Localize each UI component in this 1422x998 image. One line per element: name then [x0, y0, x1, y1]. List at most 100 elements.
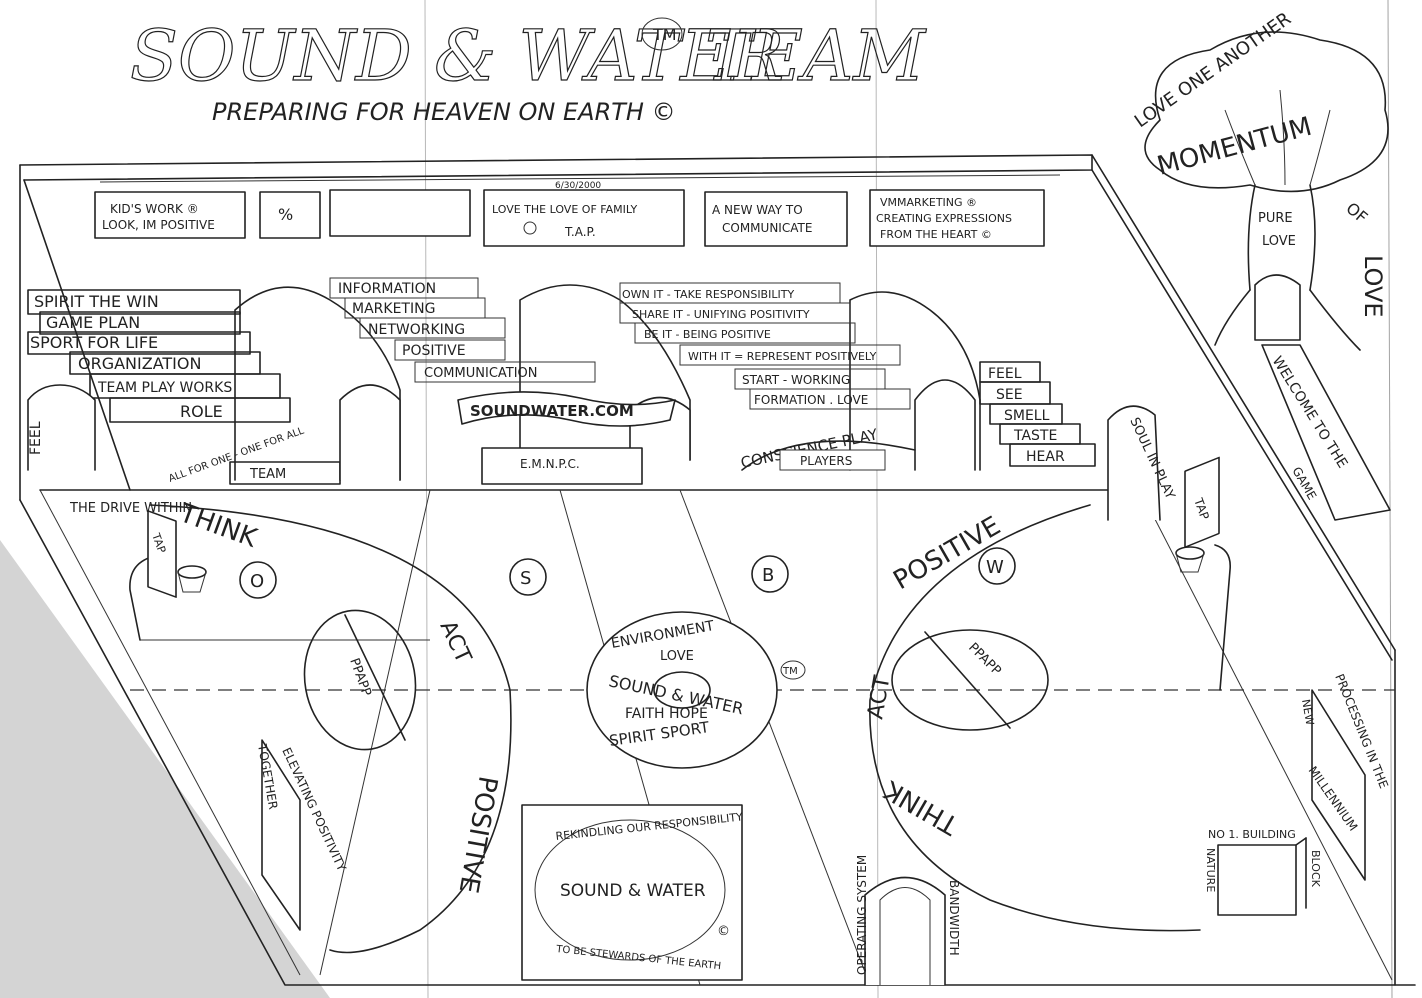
svg-text:A NEW WAY TO: A NEW WAY TO — [712, 203, 803, 217]
court-act-right: ACT — [863, 673, 895, 721]
center-love: LOVE — [660, 649, 694, 664]
step-team-play: TEAM PLAY WORKS — [97, 380, 232, 396]
step-game-plan: GAME PLAN — [46, 313, 140, 332]
ball-left: O — [239, 561, 277, 599]
step-start-working: START - WORKING — [742, 373, 850, 387]
soundwater-sign: SOUNDWATER.COM E.M.N.P.C. — [457, 391, 676, 485]
doorway-left: OPERATING SYSTEM — [855, 855, 869, 975]
building-nature: NATURE — [1204, 848, 1217, 892]
players-label: PLAYERS — [800, 454, 852, 468]
svg-text:T.A.P.: T.A.P. — [564, 225, 596, 239]
fold-line-right — [875, 0, 879, 998]
sense-steps: FEEL SEE SMELL TASTE HEAR — [979, 361, 1096, 467]
balls: O S B W — [239, 547, 1016, 599]
step-formation: FORMATION . LOVE — [754, 393, 868, 407]
tree-love: LOVE — [1359, 255, 1387, 318]
court-act-left: ACT — [435, 617, 476, 667]
right-court-arc: POSITIVE ACT THINK PPAPP — [863, 504, 1201, 932]
right-wall-panel: PROCESSING IN THE NEW MILLENNIUM — [1299, 672, 1391, 881]
title-team: TEAM — [705, 15, 927, 97]
team-bench: TEAM — [249, 467, 286, 482]
svg-text:%: % — [278, 205, 293, 224]
tree-pure-love: LOVE — [1262, 234, 1296, 249]
center-circle: ENVIRONMENT LOVE SOUND & WATER TM FAITH … — [586, 611, 806, 769]
tree-pure: PURE — [1258, 211, 1293, 226]
step-organization: ORGANIZATION — [78, 354, 201, 373]
sense-taste: TASTE — [1013, 428, 1057, 444]
building-block-label: BLOCK — [1309, 850, 1322, 888]
svg-text:B: B — [762, 565, 774, 586]
left-bleachers: SPIRIT THE WIN GAME PLAN SPORT FOR LIFE … — [27, 289, 341, 516]
svg-text:FROM THE HEART ©: FROM THE HEART © — [880, 228, 992, 241]
step-positive: POSITIVE — [402, 343, 466, 359]
ball-b: B — [751, 555, 789, 593]
svg-text:COMMUNICATE: COMMUNICATE — [722, 221, 812, 235]
banner-row: KID'S WORK ® LOOK, IM POSITIVE % 6/30/20… — [94, 174, 1061, 247]
step-communication: COMMUNICATION — [424, 366, 538, 381]
banner-blank — [329, 189, 471, 237]
sense-smell: SMELL — [1004, 408, 1050, 424]
svg-text:KID'S WORK ®: KID'S WORK ® — [110, 202, 199, 216]
banner-kids-work: KID'S WORK ® LOOK, IM POSITIVE — [94, 191, 246, 239]
step-networking: NETWORKING — [368, 322, 465, 338]
center-tm: TM — [782, 666, 798, 677]
page-edge-line — [1387, 0, 1393, 998]
doorway-right: BANDWIDTH — [947, 880, 961, 956]
step-marketing: MARKETING — [352, 301, 435, 317]
banner-vm-marketing: VMMARKETING ® CREATING EXPRESSIONS FROM … — [869, 189, 1045, 247]
svg-text:O: O — [250, 571, 264, 592]
svg-text:S: S — [520, 568, 531, 589]
court-think-left: THINK — [175, 498, 262, 554]
step-sport: SPORT FOR LIFE — [30, 333, 158, 352]
left-hoop: TAP — [129, 510, 207, 641]
svg-text:SOUNDWATER.COM: SOUNDWATER.COM — [470, 402, 634, 420]
banner-love-family: 6/30/2000 LOVE THE LOVE OF FAMILY T.A.P. — [483, 181, 685, 247]
title-main: SOUND & WATER — [130, 15, 784, 97]
title-block: SOUND & WATER TM TEAM PREPARING FOR HEAV… — [129, 14, 928, 126]
step-with-it: WITH IT = REPRESENT POSITIVELY — [688, 350, 877, 363]
svg-text:VMMARKETING ®: VMMARKETING ® — [880, 196, 977, 209]
soul-in-play-arch: SOUL IN PLAY — [1107, 405, 1177, 521]
svg-text:W: W — [986, 557, 1004, 578]
fold-line-left — [424, 0, 429, 998]
floor-box: REKINDLING OUR RESPONSIBILITY SOUND & WA… — [521, 804, 744, 981]
floor-box-copy: © — [717, 924, 730, 939]
svg-text:CREATING EXPRESSIONS: CREATING EXPRESSIONS — [876, 212, 1012, 225]
step-own-it: OWN IT - TAKE RESPONSIBILITY — [622, 288, 794, 301]
step-be-it: BE IT - BEING POSITIVE — [644, 328, 771, 341]
ball-s: S — [509, 558, 547, 596]
court-positive-left: POSITIVE — [453, 774, 503, 896]
tree: LOVE ONE ANOTHER MOMENTUM OF LOVE PURE L… — [1131, 8, 1391, 521]
key-left: PPAPP — [346, 656, 374, 698]
ball-w: W — [978, 547, 1016, 585]
step-spirit: SPIRIT THE WIN — [34, 292, 159, 311]
left-arch — [27, 384, 96, 471]
building-title: NO 1. BUILDING — [1208, 828, 1296, 841]
banner-percent: % — [259, 191, 321, 239]
sense-hear: HEAR — [1026, 449, 1065, 465]
center-faith: FAITH HOPE — [625, 706, 708, 722]
step-share-it: SHARE IT - UNIFYING POSITIVITY — [632, 308, 810, 321]
svg-text:LOOK, IM POSITIVE: LOOK, IM POSITIVE — [102, 218, 215, 232]
sense-see: SEE — [996, 387, 1023, 403]
sense-feel: FEEL — [988, 366, 1022, 382]
center-left-steps: INFORMATION MARKETING NETWORKING POSITIV… — [329, 277, 596, 383]
svg-text:6/30/2000: 6/30/2000 — [555, 181, 601, 191]
left-wall-panel: TOGETHER ELEVATING POSITIVITY — [255, 739, 349, 931]
emnpc-label: E.M.N.P.C. — [520, 457, 580, 471]
drive-within: THE DRIVE WITHIN — [69, 501, 192, 516]
banner-new-way: A NEW WAY TO COMMUNICATE — [704, 191, 848, 247]
right-hoop: TAP — [1175, 456, 1232, 691]
court-think-right: THINK — [879, 774, 965, 841]
tree-of: OF — [1342, 199, 1371, 228]
step-role: ROLE — [180, 402, 223, 421]
svg-text:LOVE THE LOVE OF FAMILY: LOVE THE LOVE OF FAMILY — [492, 203, 638, 216]
title-tm: TM — [652, 25, 677, 44]
scan-shadow — [0, 540, 330, 998]
right-wall-new: NEW — [1299, 698, 1316, 726]
room-outline — [19, 154, 1416, 986]
left-arch-feel: FEEL — [28, 421, 44, 455]
step-information: INFORMATION — [338, 281, 436, 297]
building-block: NO 1. BUILDING NATURE BLOCK — [1204, 828, 1322, 916]
